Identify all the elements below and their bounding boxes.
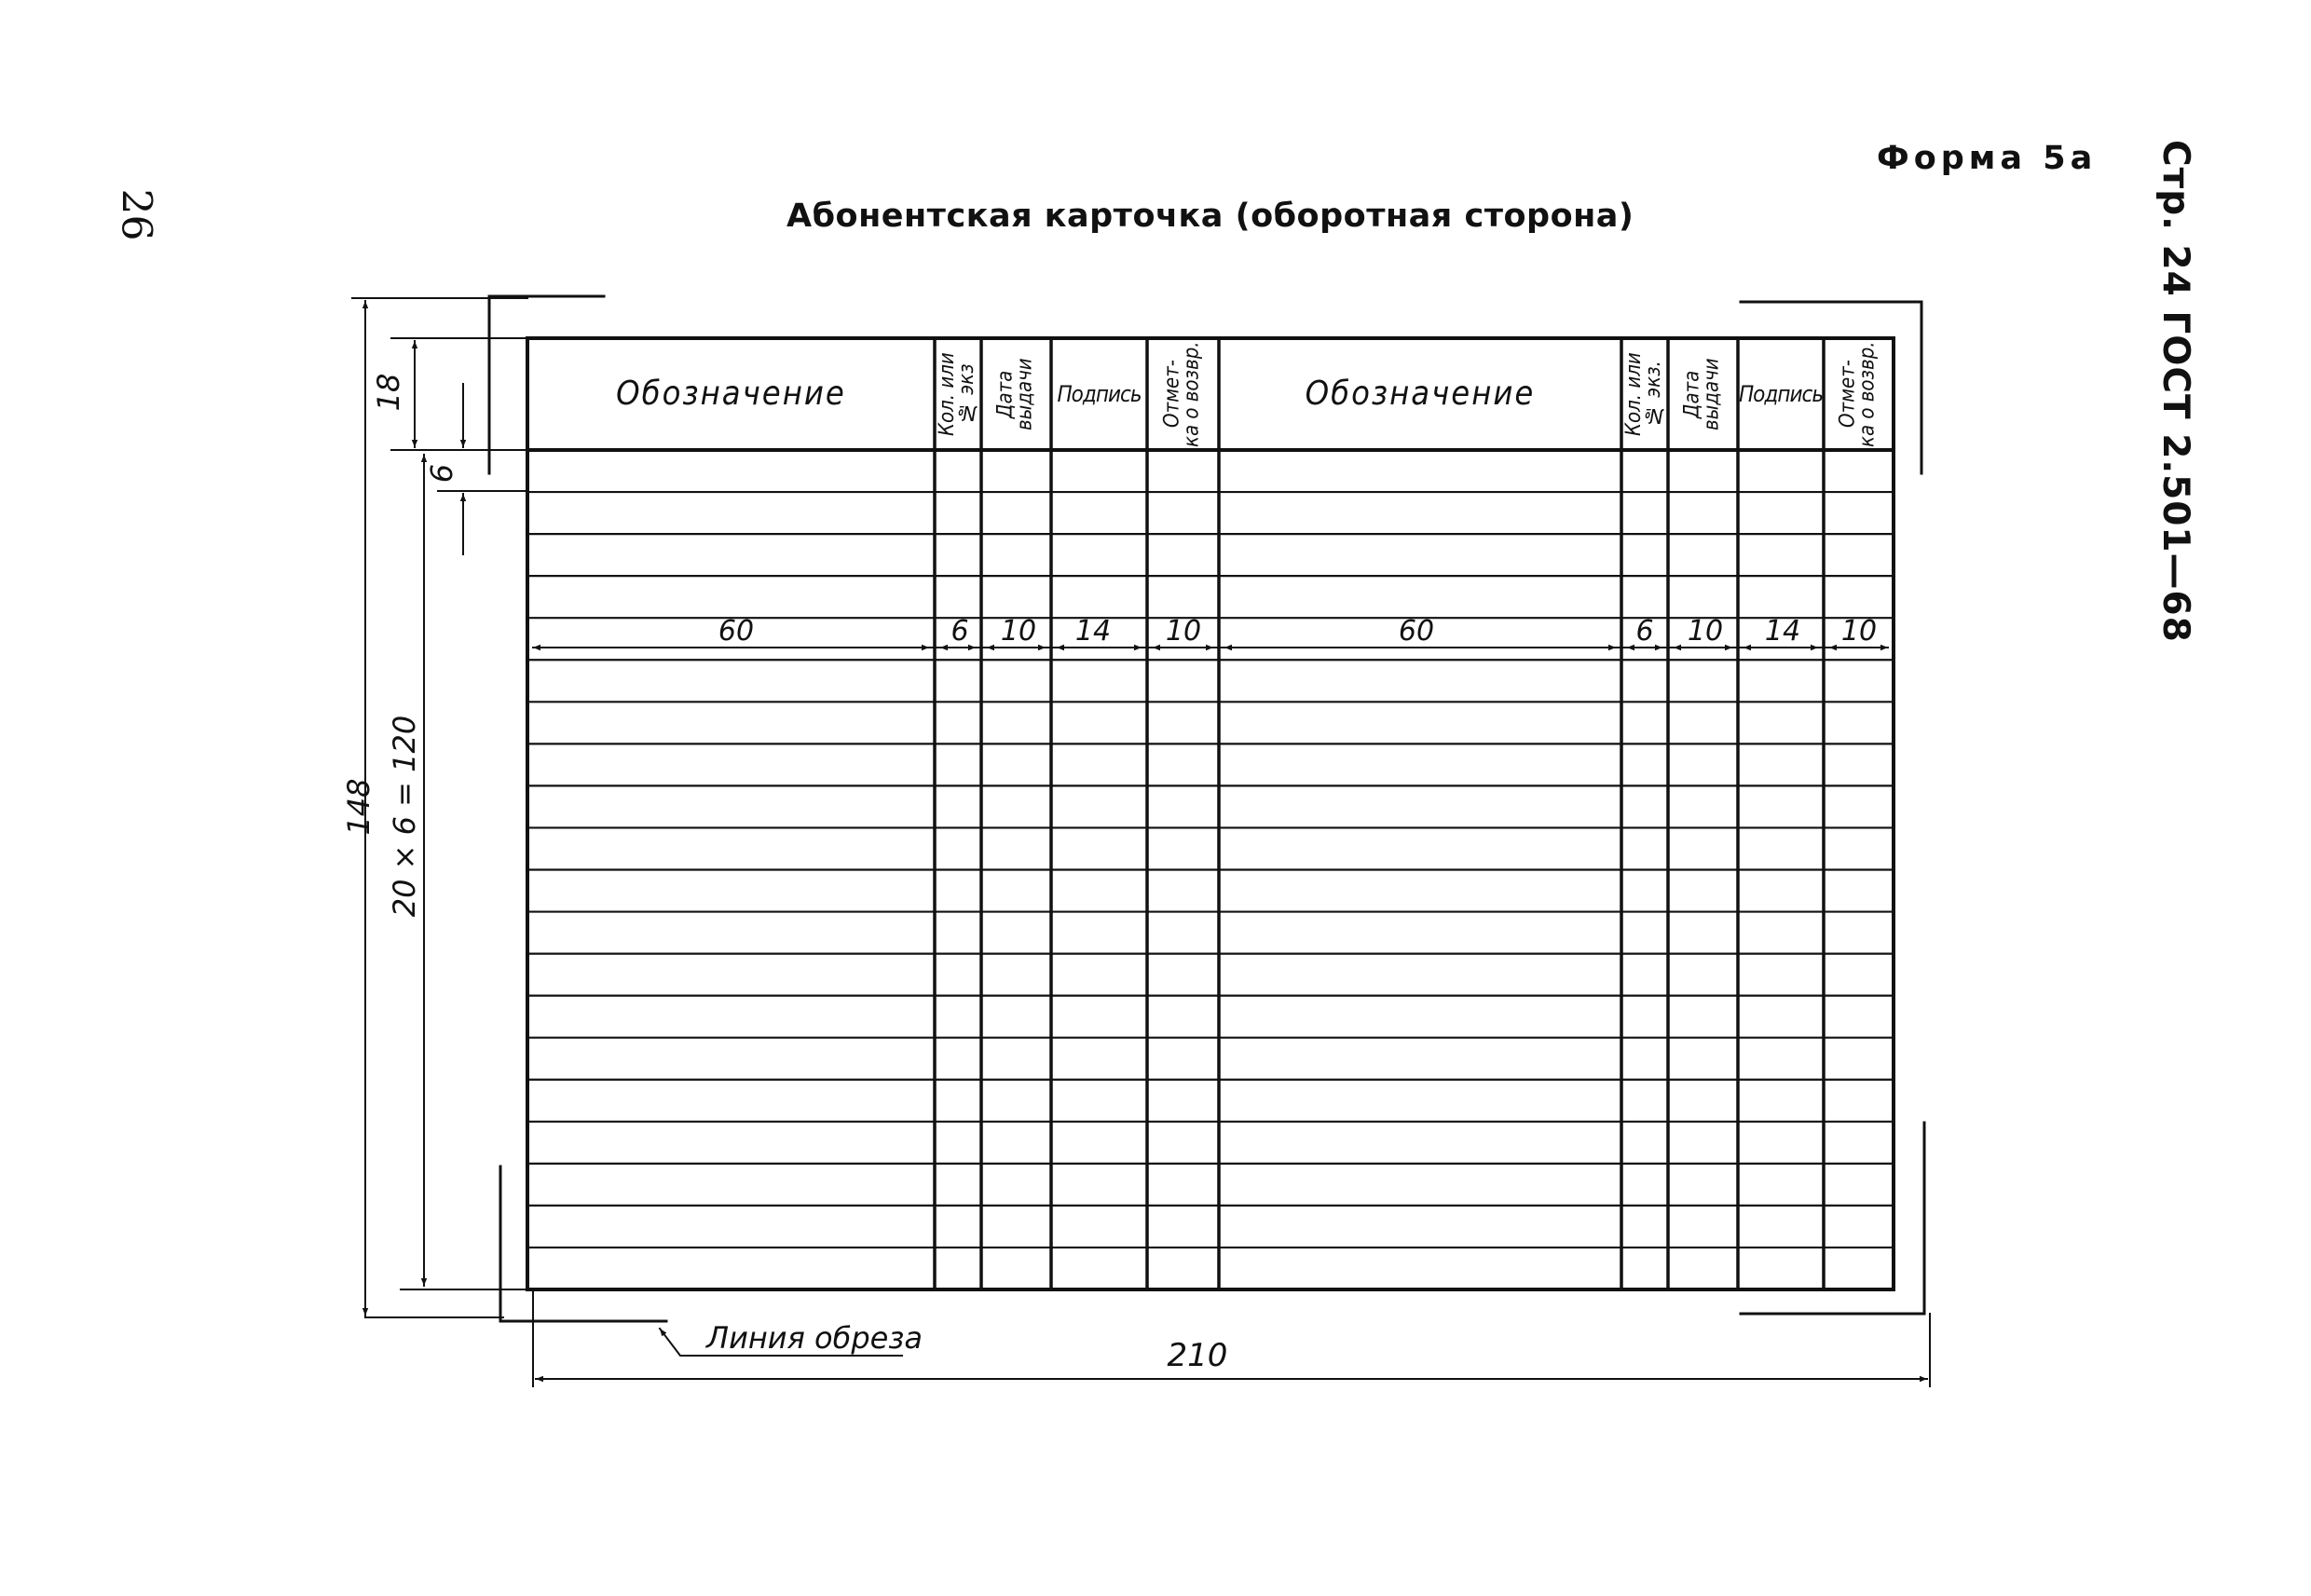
dim-col-2: 6 bbox=[950, 615, 969, 648]
dim-rows-total: 20 × 6 = 120 bbox=[387, 715, 422, 918]
page-title: Абонентская карточка (оборотная сторона) bbox=[786, 198, 1634, 235]
header-designation-2: Обозначение bbox=[1305, 375, 1536, 413]
header-qty-2: Кол. или № экз. bbox=[1622, 352, 1665, 436]
dim-col-9: 14 bbox=[1764, 615, 1801, 648]
dim-header-height: 18 bbox=[371, 373, 406, 412]
dim-col-4: 14 bbox=[1074, 615, 1112, 648]
dim-col-10: 10 bbox=[1840, 615, 1878, 648]
header-designation: Обозначение bbox=[616, 375, 846, 413]
header-signature: Подпись bbox=[1057, 381, 1142, 407]
dim-card-height: 148 bbox=[341, 778, 376, 836]
dim-col-8: 10 bbox=[1687, 615, 1724, 648]
header-return-mark-2: Отмет- ка о возвр. bbox=[1836, 341, 1880, 447]
cut-line-label: Линия обреза bbox=[706, 1320, 923, 1356]
dim-col-7: 6 bbox=[1635, 615, 1654, 648]
table-column-lines bbox=[933, 336, 1826, 1291]
header-date-2: Дата выдачи bbox=[1680, 358, 1724, 430]
cut-line-leader bbox=[658, 1327, 903, 1357]
cut-line-corners bbox=[487, 294, 1926, 1323]
dim-row-height: 6 bbox=[424, 463, 459, 484]
standard-reference: Стр. 24 ГОСТ 2.501—68 bbox=[2154, 140, 2196, 643]
dim-col-3: 10 bbox=[1000, 615, 1037, 648]
extension-lines bbox=[351, 297, 1931, 1387]
table-border bbox=[526, 336, 1895, 1291]
dim-col-6: 60 bbox=[1398, 615, 1435, 648]
header-date: Дата выдачи bbox=[993, 358, 1037, 430]
header-signature-2: Подпись bbox=[1738, 381, 1824, 407]
table-row-lines bbox=[526, 490, 1895, 1249]
dim-col-1: 60 bbox=[718, 615, 755, 648]
form-label: Форма 5а bbox=[1877, 140, 2098, 177]
dim-col-5: 10 bbox=[1165, 615, 1202, 648]
dim-card-width: 210 bbox=[1167, 1337, 1228, 1374]
header-return-mark: Отмет- ка о возвр. bbox=[1160, 341, 1204, 447]
header-qty: Кол. или № экз bbox=[936, 352, 978, 436]
vertical-dimension-lines bbox=[362, 300, 467, 1316]
